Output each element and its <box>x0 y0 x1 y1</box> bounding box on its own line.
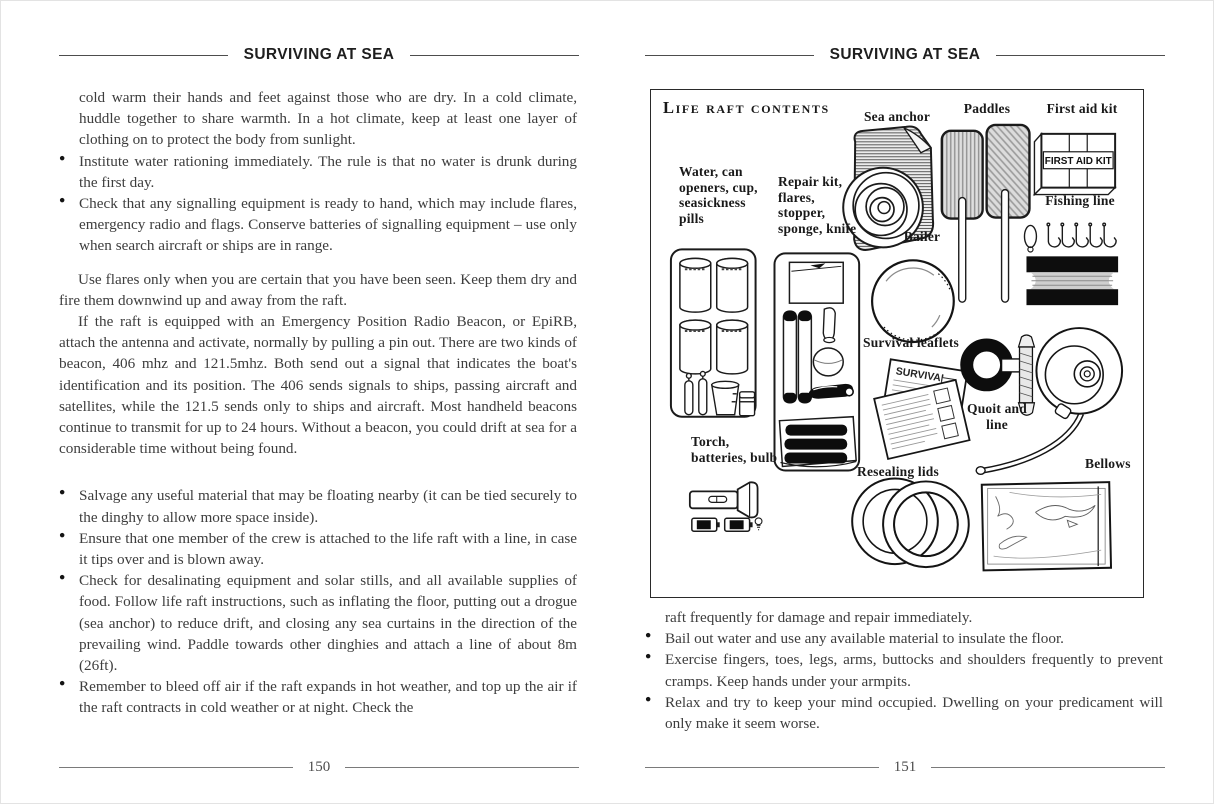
bullet-text: Remember to bleed off air if the raft ex… <box>79 678 577 717</box>
sea-anchor-drawing <box>842 125 935 251</box>
footer-rule-left <box>59 767 293 768</box>
figure-title: Life raft contents <box>663 98 830 117</box>
label-fishing-line: Fishing line <box>1045 193 1115 208</box>
header-rule-left <box>645 54 814 56</box>
bullet-item: ● Bail out water and use any available m… <box>645 628 1163 649</box>
page-title: SURVIVING AT SEA <box>829 46 981 63</box>
bullet-text: Check for desalinating equipment and sol… <box>79 572 577 675</box>
bullet-item: ● Remember to bleed off air if the raft … <box>59 676 577 718</box>
bullet-item: ● Institute water rationing immediately.… <box>59 151 577 193</box>
label-sea-anchor: Sea anchor <box>863 109 931 124</box>
header-rule-left <box>59 54 228 56</box>
resealing-lids-drawing <box>851 477 970 569</box>
fishing-line-drawing <box>1023 222 1119 306</box>
bullet-item: ● Ensure that one member of the crew is … <box>59 528 577 570</box>
bullet-item: ● Check that any signalling equipment is… <box>59 193 577 257</box>
bullet-icon: ● <box>645 693 652 705</box>
bullet-text: Relax and try to keep your mind occupied… <box>665 693 1163 733</box>
page-footer-left: 150 <box>59 759 579 776</box>
bullet-text: Salvage any useful material that may be … <box>79 487 577 526</box>
torch-drawing <box>688 481 763 532</box>
bullet-icon: ● <box>59 678 66 690</box>
water-cans-drawing <box>669 248 757 418</box>
footer-rule-right <box>345 767 579 768</box>
label-resealing-lids: Resealing lids <box>857 464 939 479</box>
bullet-text: Ensure that one member of the crew is at… <box>79 529 577 569</box>
bellows-drawing <box>975 327 1124 475</box>
first-aid-kit-drawing: FIRST AID KIT <box>1032 131 1117 197</box>
contents-bag-drawing <box>980 481 1113 572</box>
running-head-left: SURVIVING AT SEA <box>59 46 579 64</box>
battery-drawing <box>723 517 753 532</box>
page-title: SURVIVING AT SEA <box>243 46 395 63</box>
label-bellows: Bellows <box>1085 456 1131 471</box>
bailer-drawing <box>871 259 955 344</box>
bulb-drawing <box>754 517 763 531</box>
battery-drawing <box>691 517 720 532</box>
life-raft-contents-figure: FIRST AID KIT <box>650 89 1144 598</box>
survival-leaflets-drawing: SURVIVAL <box>873 358 971 461</box>
label-repair-kit: Repair kit, flares, stopper, sponge, kni… <box>778 174 857 236</box>
bullet-item: ● Salvage any useful material that may b… <box>59 485 577 527</box>
label-survival-leaflets: Survival leaflets <box>863 335 960 350</box>
bullet-icon: ● <box>59 572 66 584</box>
paragraph: If the raft is equipped with an Emergenc… <box>59 313 577 458</box>
label-bailer: Bailer <box>903 229 941 244</box>
paragraph-continuation: raft frequently for damage and repair im… <box>665 609 973 626</box>
bullet-text: Check that any signalling equipment is r… <box>79 195 577 255</box>
label-water-can-openers: Water, can openers, cup, seasickness pil… <box>679 164 758 226</box>
header-rule-right <box>996 54 1165 56</box>
paragraph: Use flares only when you are certain tha… <box>59 270 577 309</box>
page-number: 151 <box>893 759 917 775</box>
label-paddles: Paddles <box>963 101 1011 116</box>
bullet-text: Exercise fingers, toes, legs, arms, butt… <box>665 651 1163 690</box>
body-text-left: cold warm their hands and feet against t… <box>59 87 577 719</box>
body-text-right: raft frequently for damage and repair im… <box>645 607 1163 734</box>
repair-kit-drawing <box>773 252 861 472</box>
bullet-item: ● Check for desalinating equipment and s… <box>59 570 577 676</box>
label-quoit-and-line: Quoit and line <box>967 401 1027 432</box>
bullet-icon: ● <box>59 487 66 499</box>
bullet-text: Bail out water and use any available mat… <box>665 630 1064 648</box>
bullet-icon: ● <box>59 195 66 207</box>
running-head-right: SURVIVING AT SEA <box>645 46 1165 64</box>
label-first-aid-kit: First aid kit <box>1046 101 1118 116</box>
life-raft-contents-illustration: FIRST AID KIT <box>669 123 1124 572</box>
page-number: 150 <box>307 759 331 775</box>
bullet-text: Institute water rationing immediately. T… <box>79 152 577 191</box>
bullet-icon: ● <box>645 630 652 642</box>
fishing-spool-drawing <box>1026 256 1119 306</box>
footer-rule-right <box>931 767 1165 768</box>
page-151: SURVIVING AT SEA <box>645 1 1165 803</box>
paddles-drawing <box>940 123 1031 303</box>
bullet-icon: ● <box>645 651 652 663</box>
bullet-icon: ● <box>59 529 66 541</box>
first-aid-kit-box-text: FIRST AID KIT <box>1045 156 1112 167</box>
quoit-drawing <box>960 334 1036 416</box>
label-torch-batteries-bulb: Torch, batteries, bulb <box>691 434 778 465</box>
bullet-item: ● Relax and try to keep your mind occupi… <box>645 692 1163 734</box>
page-150: SURVIVING AT SEA cold warm their hands a… <box>59 1 579 803</box>
header-rule-right <box>410 54 579 56</box>
paragraph-continuation: cold warm their hands and feet against t… <box>79 89 577 149</box>
footer-rule-left <box>645 767 879 768</box>
bullet-item: ● Exercise fingers, toes, legs, arms, bu… <box>645 649 1163 691</box>
bullet-icon: ● <box>59 152 66 164</box>
page-footer-right: 151 <box>645 759 1165 776</box>
